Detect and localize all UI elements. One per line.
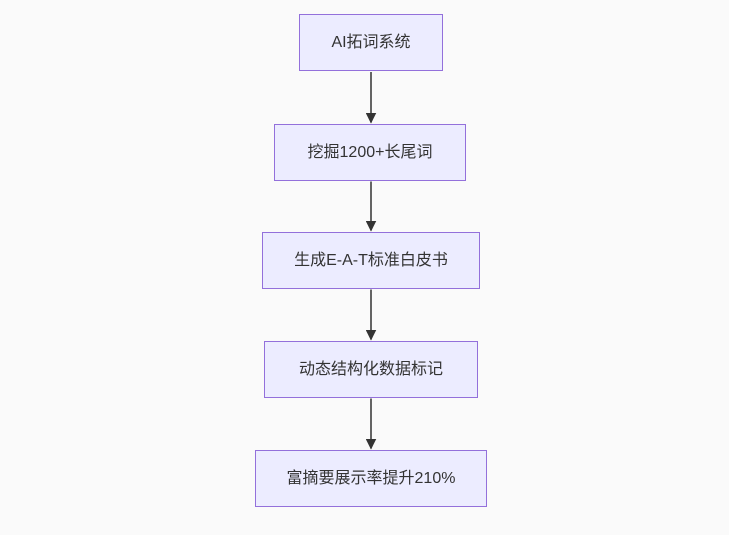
flow-node-generate-eat-whitepaper: 生成E-A-T标准白皮书 [262,232,480,289]
flow-node-mine-longtail-keywords: 挖掘1200+长尾词 [274,124,466,181]
node-label: 挖掘1200+长尾词 [307,143,433,161]
flow-node-ai-keyword-system: AI拓词系统 [299,14,443,71]
flow-node-rich-snippet-rate: 富摘要展示率提升210% [255,450,487,507]
node-label: 富摘要展示率提升210% [286,469,456,487]
flow-node-dynamic-structured-data: 动态结构化数据标记 [264,341,478,398]
node-label: 动态结构化数据标记 [298,360,443,378]
node-label: AI拓词系统 [331,33,411,51]
node-label: 生成E-A-T标准白皮书 [294,251,448,269]
